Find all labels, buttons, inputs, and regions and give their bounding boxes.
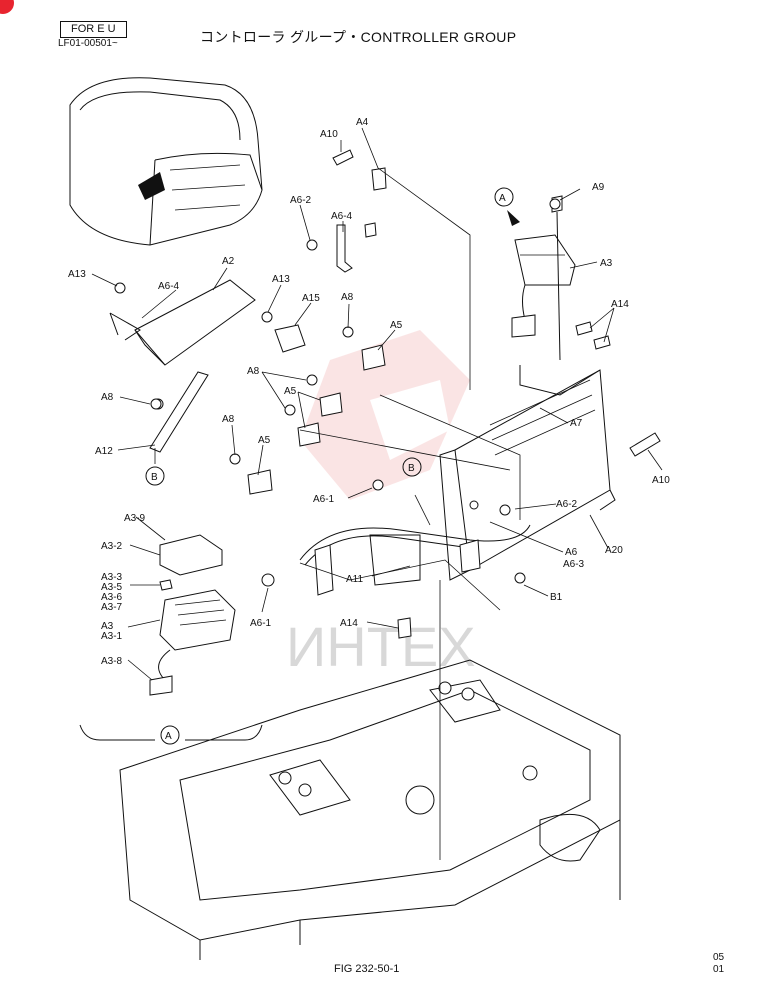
callout-label: A5 bbox=[390, 320, 403, 331]
callout-label: A3-8 bbox=[101, 656, 123, 667]
page-code-line1: 05 bbox=[713, 952, 725, 963]
small-parts bbox=[114, 149, 661, 639]
figure-number: FIG 232-50-1 bbox=[334, 963, 400, 975]
svg-text:B: B bbox=[151, 472, 158, 483]
page-code-line2: 01 bbox=[713, 964, 725, 975]
callout-label: A3-5 bbox=[101, 582, 123, 593]
serial-range: LF01-00501~ bbox=[58, 38, 118, 49]
callout-label: A6-3 bbox=[563, 559, 585, 570]
callout-label: B1 bbox=[550, 592, 563, 603]
harness-a6 bbox=[299, 524, 531, 596]
detail-marker-b-left: B bbox=[145, 466, 165, 486]
callout-label: A6-4 bbox=[158, 281, 180, 292]
callout-label: A6-1 bbox=[250, 618, 272, 629]
bar-a12 bbox=[149, 371, 209, 453]
svg-text:A: A bbox=[499, 193, 506, 204]
callout-label: A9 bbox=[592, 182, 605, 193]
callout-label: A11 bbox=[346, 574, 363, 585]
controller-unit-a3 bbox=[507, 195, 576, 361]
cover-plate-a2 bbox=[109, 279, 256, 366]
callout-label: A6-1 bbox=[313, 494, 335, 505]
callout-label: A3-2 bbox=[101, 541, 123, 552]
callout-label: A5 bbox=[258, 435, 271, 446]
callout-label: A14 bbox=[611, 299, 629, 310]
svg-text:B: B bbox=[408, 463, 415, 474]
controller-bracket-a20 bbox=[439, 365, 616, 581]
callout-label: A5 bbox=[284, 386, 297, 397]
controller-detail-a bbox=[79, 534, 263, 741]
callout-label: A6-4 bbox=[331, 211, 353, 222]
callout-label: A3-6 bbox=[101, 592, 123, 603]
callout-label: A3-3 bbox=[101, 572, 123, 583]
callout-label: A2 bbox=[222, 256, 235, 267]
callout-label: A4 bbox=[356, 117, 369, 128]
svg-text:A: A bbox=[165, 731, 172, 742]
callout-labels: A10 A4 A9 A3 A6-2 A6-4 A14 A13 A2 A6-4 A… bbox=[68, 117, 670, 667]
callout-label: A14 bbox=[340, 618, 358, 629]
callout-label: A13 bbox=[68, 269, 86, 280]
callout-label: A8 bbox=[341, 292, 354, 303]
leader-lines bbox=[91, 127, 663, 860]
market-label-box: FOR E U bbox=[60, 21, 127, 38]
callout-label: A3-1 bbox=[101, 631, 123, 642]
base-frame bbox=[119, 659, 621, 960]
callout-label: A6-2 bbox=[556, 499, 578, 510]
callout-label: A10 bbox=[652, 475, 670, 486]
watermark-logo bbox=[300, 330, 470, 500]
callout-label: A8 bbox=[222, 414, 235, 425]
page-title: コントローラ グループ・CONTROLLER GROUP bbox=[200, 29, 517, 45]
callout-label: A8 bbox=[247, 366, 260, 377]
callout-label: A10 bbox=[320, 129, 338, 140]
callout-label: A13 bbox=[272, 274, 290, 285]
callout-label: A12 bbox=[95, 446, 113, 457]
callout-label: A6-2 bbox=[290, 195, 312, 206]
callout-label: A20 bbox=[605, 545, 623, 556]
callout-label: A3 bbox=[101, 621, 114, 632]
seat-illustration bbox=[69, 77, 263, 246]
callout-label: A3-7 bbox=[101, 602, 123, 613]
corner-badge bbox=[0, 0, 14, 14]
callout-label: A6 bbox=[565, 547, 578, 558]
callout-label: A15 bbox=[302, 293, 320, 304]
callout-label: A7 bbox=[570, 418, 583, 429]
detail-marker-b-mid: B bbox=[402, 457, 422, 477]
callout-label: A3-9 bbox=[124, 513, 146, 524]
callout-label: A8 bbox=[101, 392, 114, 403]
detail-marker-a-top: A bbox=[494, 187, 514, 207]
callout-label: A3 bbox=[600, 258, 613, 269]
detail-marker-a-bottom: A bbox=[160, 725, 180, 745]
